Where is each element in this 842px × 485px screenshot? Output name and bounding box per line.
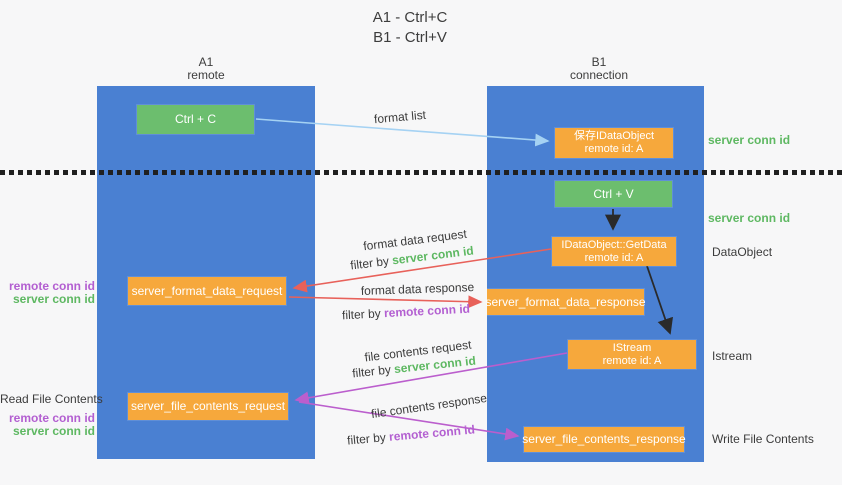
label-write-file-contents: Write File Contents [712,432,814,446]
label-server-conn-id-left-top: server conn id [12,292,95,306]
label-file-contents-response: file contents response [370,390,488,422]
session-separator-dashed-line [0,170,842,175]
node-save-idataobject: 保存IDataObject remote id: A [555,128,673,158]
node-istream: IStream remote id: A [568,340,696,369]
node-server-file-contents-request: server_file_contents_request [128,393,288,420]
node-save-idataobject-line2: remote id: A [584,143,644,155]
label-filter-by-remote-conn-id-2: filter by remote conn id [340,422,483,448]
node-ctrl-c-label: Ctrl + C [174,112,216,126]
lane-header-a1: A1 remote [146,56,266,82]
diagram-title-line1: A1 - Ctrl+C [372,9,448,26]
label-remote-conn-id-left-top: remote conn id [8,279,95,293]
lane-a1-subtitle: remote [187,68,225,82]
filter-by-text: filter by [351,362,392,381]
label-server-conn-id-right-mid: server conn id [708,211,791,225]
remote-conn-id-key: remote conn id [383,301,471,321]
node-idataobject-getdata-line2: remote id: A [584,251,644,264]
arrow-format-data-response [288,295,483,309]
node-idataobject-getdata: IDataObject::GetData remote id: A [552,237,676,266]
node-server-file-contents-response-label: server_file_contents_response [522,432,686,446]
diagram-title-line2: B1 - Ctrl+V [373,29,447,46]
label-filter-by-remote-conn-id-1: filter by remote conn id [335,301,478,323]
node-server-file-contents-request-label: server_file_contents_request [130,399,286,413]
node-server-format-data-response: server_format_data_response [485,289,646,315]
lane-a1-title: A1 [198,55,214,69]
node-istream-line1: IStream [612,341,652,354]
node-save-idataobject-line1: 保存IDataObject [573,130,655,142]
lane-b1-subtitle: connection [569,68,629,82]
label-read-file-contents: Read File Contents [0,392,103,406]
label-server-conn-id-left-bottom: server conn id [12,424,95,438]
node-ctrl-v-label: Ctrl + V [593,186,634,201]
node-ctrl-c: Ctrl + C [137,105,254,134]
label-dataobject: DataObject [712,245,773,259]
node-server-format-data-request: server_format_data_request [128,277,286,305]
filter-by-text: filter by [346,430,387,448]
lane-b1-title: B1 [591,55,607,69]
label-format-list: format list [373,107,427,127]
node-server-file-contents-response: server_file_contents_response [522,427,686,452]
node-server-format-data-response-label: server_format_data_response [485,294,646,309]
node-idataobject-getdata-line1: IDataObject::GetData [561,238,667,251]
node-istream-line2: remote id: A [602,354,662,367]
node-ctrl-v: Ctrl + V [555,181,672,207]
node-server-format-data-request-label: server_format_data_request [131,283,283,298]
lane-header-b1: B1 connection [539,56,659,82]
filter-by-text: filter by [349,253,390,273]
label-istream-right: Istream [712,349,753,363]
filter-by-text: filter by [341,306,382,323]
diagram-title: A1 - Ctrl+C B1 - Ctrl+V [300,8,520,48]
label-remote-conn-id-left-bottom: remote conn id [8,411,95,425]
remote-conn-id-key: remote conn id [388,422,476,444]
label-server-conn-id-right-top: server conn id [708,133,791,147]
label-format-data-response: format data response [360,280,475,298]
